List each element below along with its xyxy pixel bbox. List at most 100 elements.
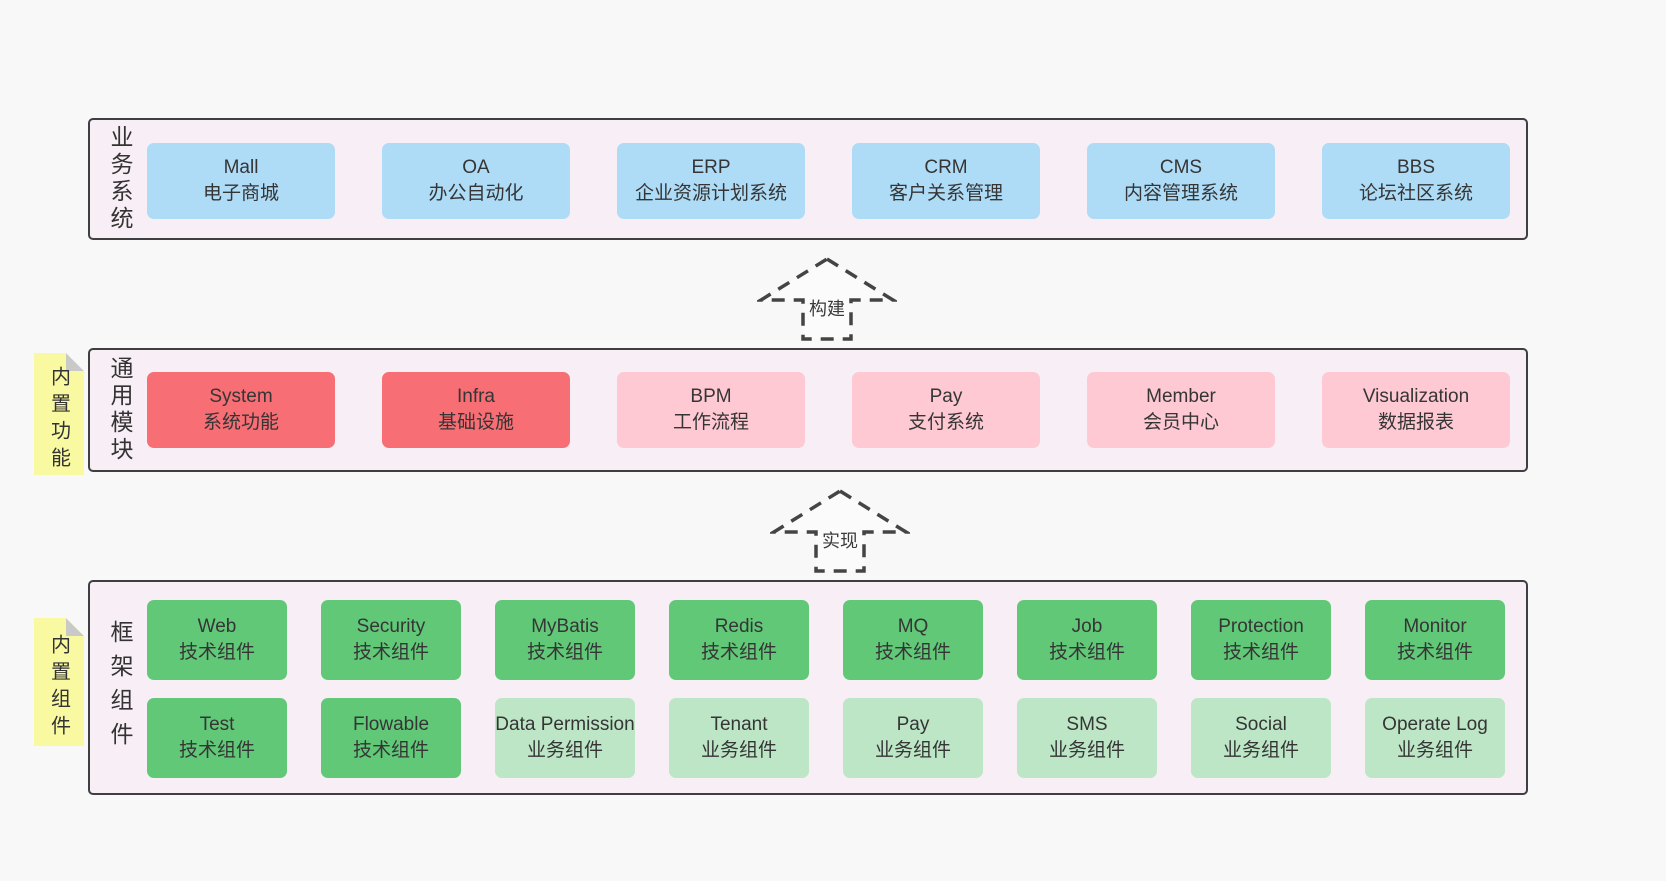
box-pay-component: Pay 业务组件 — [843, 698, 983, 778]
box-oa: OA 办公自动化 — [382, 143, 570, 219]
box-title-en: Operate Log — [1382, 714, 1488, 735]
box-erp: ERP 企业资源计划系统 — [617, 143, 805, 219]
box-data-permission: Data Permission 业务组件 — [495, 698, 635, 778]
framework-row-2: Test 技术组件 Flowable 技术组件 Data Permission … — [147, 698, 1505, 778]
box-subtitle-zh: 技术组件 — [1396, 642, 1473, 663]
arrow-build-label: 构建 — [806, 294, 848, 322]
layer-common-label: 通用模块 — [107, 356, 133, 464]
box-title-en: BBS — [1396, 157, 1436, 178]
box-title-en: Social — [1235, 714, 1287, 735]
box-title-en: SMS — [1066, 714, 1108, 735]
box-title-en: Security — [356, 616, 426, 637]
box-title-en: Member — [1146, 386, 1216, 407]
box-title-en: Data Permission — [495, 714, 635, 735]
box-subtitle-zh: 技术组件 — [700, 642, 777, 663]
box-title-en: Flowable — [352, 714, 430, 735]
box-mybatis: MyBatis 技术组件 — [495, 600, 635, 680]
box-title-en: Web — [197, 616, 237, 637]
box-member: Member 会员中心 — [1087, 372, 1275, 448]
box-subtitle-zh: 会员中心 — [1142, 412, 1219, 433]
box-subtitle-zh: 业务组件 — [1222, 740, 1299, 761]
box-mall: Mall 电子商城 — [147, 143, 335, 219]
note-built-in-features: 内置功能 — [34, 353, 84, 475]
box-redis: Redis 技术组件 — [669, 600, 809, 680]
box-subtitle-zh: 支付系统 — [907, 412, 984, 433]
box-subtitle-zh: 系统功能 — [202, 412, 279, 433]
box-title-en: MyBatis — [531, 616, 599, 637]
box-operate-log: Operate Log 业务组件 — [1365, 698, 1505, 778]
box-subtitle-zh: 工作流程 — [672, 412, 749, 433]
box-cms: CMS 内容管理系统 — [1087, 143, 1275, 219]
box-title-en: Protection — [1218, 616, 1304, 637]
box-title-en: CMS — [1159, 157, 1203, 178]
box-bpm: BPM 工作流程 — [617, 372, 805, 448]
box-title-en: Tenant — [710, 714, 768, 735]
box-crm: CRM 客户关系管理 — [852, 143, 1040, 219]
box-social: Social 业务组件 — [1191, 698, 1331, 778]
box-title-en: System — [209, 386, 273, 407]
layer-business-label: 业务系统 — [107, 125, 133, 233]
box-title-en: Test — [199, 714, 235, 735]
box-title-en: MQ — [897, 616, 929, 637]
box-title-en: Pay — [896, 714, 930, 735]
box-subtitle-zh: 数据报表 — [1377, 412, 1454, 433]
box-title-en: BPM — [690, 386, 732, 407]
box-subtitle-zh: 业务组件 — [526, 740, 603, 761]
framework-row-1: Web 技术组件 Security 技术组件 MyBatis 技术组件 Redi… — [147, 600, 1505, 680]
common-boxes-row: System 系统功能 Infra 基础设施 BPM 工作流程 Pay 支付系统… — [147, 372, 1510, 448]
arrow-implement: 实现 — [770, 488, 910, 574]
box-subtitle-zh: 内容管理系统 — [1123, 183, 1238, 204]
box-title-en: Visualization — [1362, 386, 1470, 407]
box-job: Job 技术组件 — [1017, 600, 1157, 680]
box-bbs: BBS 论坛社区系统 — [1322, 143, 1510, 219]
box-title-en: Redis — [714, 616, 764, 637]
layer-framework-label: 框架组件 — [107, 619, 133, 756]
box-title-en: Job — [1071, 616, 1103, 637]
note-label: 内置组件 — [47, 634, 70, 742]
box-subtitle-zh: 技术组件 — [1222, 642, 1299, 663]
box-subtitle-zh: 业务组件 — [874, 740, 951, 761]
box-subtitle-zh: 办公自动化 — [428, 183, 524, 204]
box-sms: SMS 业务组件 — [1017, 698, 1157, 778]
box-title-en: CRM — [924, 157, 968, 178]
folded-corner-icon — [66, 353, 84, 371]
arrow-implement-label: 实现 — [819, 526, 861, 554]
box-tenant: Tenant 业务组件 — [669, 698, 809, 778]
box-security: Security 技术组件 — [321, 600, 461, 680]
box-subtitle-zh: 企业资源计划系统 — [634, 183, 787, 204]
box-subtitle-zh: 客户关系管理 — [888, 183, 1003, 204]
box-subtitle-zh: 技术组件 — [352, 740, 429, 761]
box-subtitle-zh: 业务组件 — [1396, 740, 1473, 761]
note-built-in-components: 内置组件 — [34, 618, 84, 746]
box-subtitle-zh: 技术组件 — [352, 642, 429, 663]
box-web: Web 技术组件 — [147, 600, 287, 680]
box-subtitle-zh: 技术组件 — [874, 642, 951, 663]
arrow-build: 构建 — [757, 256, 897, 342]
box-flowable: Flowable 技术组件 — [321, 698, 461, 778]
box-title-en: ERP — [691, 157, 731, 178]
box-mq: MQ 技术组件 — [843, 600, 983, 680]
layer-business-systems: 业务系统 Mall 电子商城 OA 办公自动化 ERP 企业资源计划系统 CRM… — [88, 118, 1528, 240]
box-subtitle-zh: 业务组件 — [1048, 740, 1125, 761]
box-subtitle-zh: 技术组件 — [526, 642, 603, 663]
layer-framework-components: 框架组件 Web 技术组件 Security 技术组件 MyBatis 技术组件… — [88, 580, 1528, 795]
folded-corner-icon — [66, 618, 84, 636]
note-label: 内置功能 — [47, 366, 70, 474]
business-boxes-row: Mall 电子商城 OA 办公自动化 ERP 企业资源计划系统 CRM 客户关系… — [147, 143, 1510, 219]
box-title-en: Pay — [929, 386, 963, 407]
box-pay-module: Pay 支付系统 — [852, 372, 1040, 448]
box-title-en: Mall — [223, 157, 259, 178]
box-title-en: Infra — [456, 386, 496, 407]
box-subtitle-zh: 电子商城 — [202, 183, 279, 204]
box-monitor: Monitor 技术组件 — [1365, 600, 1505, 680]
box-title-en: OA — [462, 157, 490, 178]
box-infra: Infra 基础设施 — [382, 372, 570, 448]
box-subtitle-zh: 技术组件 — [1048, 642, 1125, 663]
layer-common-modules: 通用模块 System 系统功能 Infra 基础设施 BPM 工作流程 Pay… — [88, 348, 1528, 472]
box-protection: Protection 技术组件 — [1191, 600, 1331, 680]
box-subtitle-zh: 基础设施 — [437, 412, 514, 433]
box-visualization: Visualization 数据报表 — [1322, 372, 1510, 448]
box-test: Test 技术组件 — [147, 698, 287, 778]
box-subtitle-zh: 技术组件 — [178, 642, 255, 663]
